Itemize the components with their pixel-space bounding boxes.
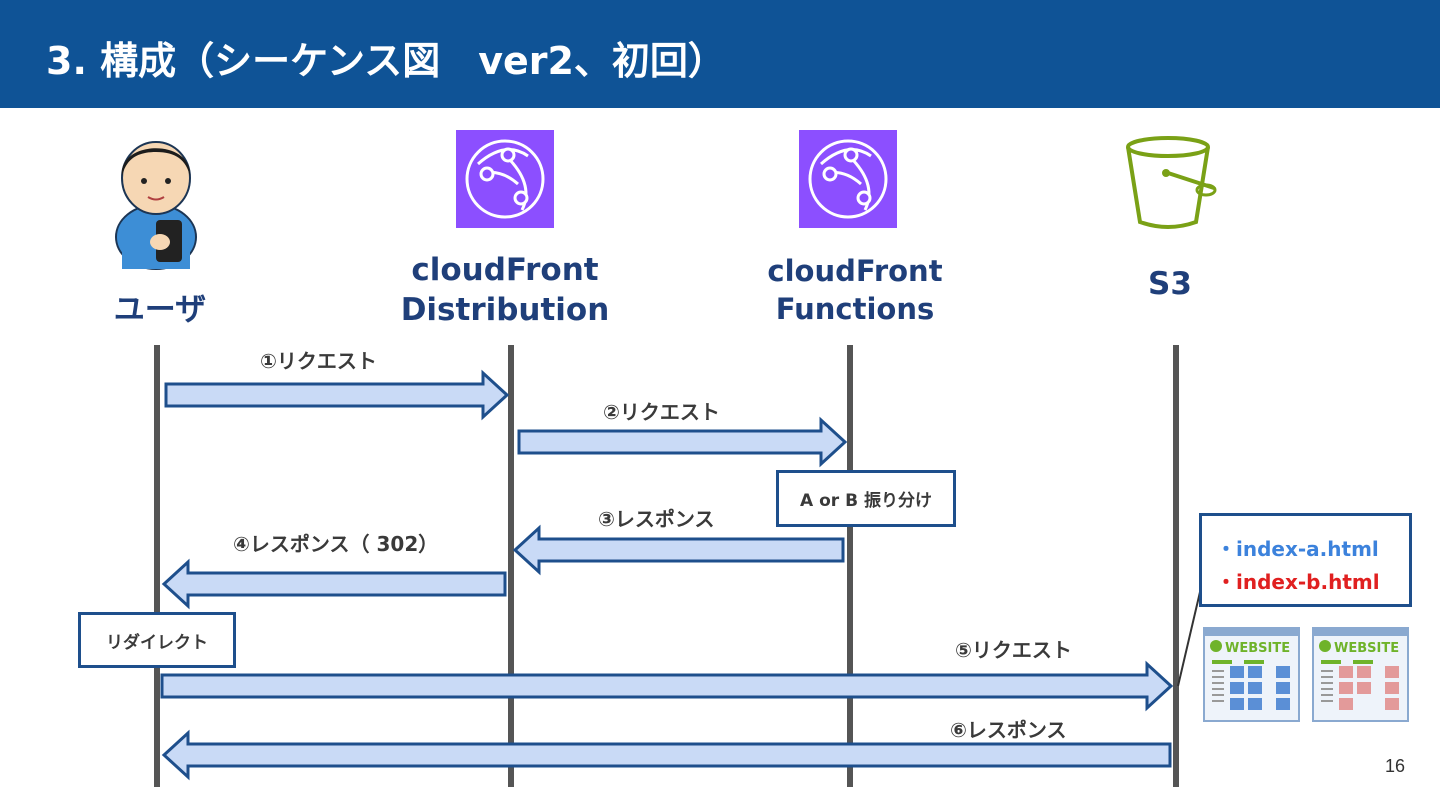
file-index-a: ・index-a.html bbox=[1216, 537, 1379, 561]
message-label-6: ⑥レスポンス bbox=[950, 718, 1067, 742]
message-label-3: ③レスポンス bbox=[598, 507, 715, 531]
arrow-request-2 bbox=[517, 416, 848, 468]
message-label-1: ①リクエスト bbox=[260, 349, 377, 373]
page-title: 3. 構成（シーケンス図 ver2、初回） bbox=[46, 39, 726, 83]
actor-label-functions: cloudFront Functions bbox=[767, 254, 943, 326]
message-label-2: ②リクエスト bbox=[603, 400, 720, 424]
actor-label-user: ユーザ bbox=[113, 292, 207, 328]
page-number: 16 bbox=[1385, 756, 1406, 776]
website-thumbnail-b: WEBSITE bbox=[1312, 627, 1409, 722]
arrow-response-4 bbox=[161, 558, 507, 610]
message-label-5: ⑤リクエスト bbox=[955, 638, 1072, 662]
cloudfront-functions-icon bbox=[799, 130, 897, 228]
arrow-response-6 bbox=[161, 729, 1172, 781]
files-callout-line bbox=[1177, 591, 1201, 687]
svg-text:WEBSITE: WEBSITE bbox=[1225, 641, 1290, 656]
actor-label-distribution: cloudFront Distribution bbox=[400, 252, 610, 328]
arrow-request-5 bbox=[160, 660, 1174, 712]
arrow-request-1 bbox=[164, 369, 510, 421]
message-label-4: ④レスポンス（ 302） bbox=[233, 532, 439, 556]
arrow-response-3 bbox=[512, 524, 845, 576]
note-ab-split: A or B 振り分け bbox=[776, 470, 956, 527]
svg-text:WEBSITE: WEBSITE bbox=[1334, 641, 1399, 656]
note-redirect: リダイレクト bbox=[78, 612, 236, 668]
website-thumbnail-a: WEBSITE bbox=[1203, 627, 1300, 722]
actor-label-s3: S3 bbox=[1148, 266, 1192, 302]
files-callout: ・index-a.html ・index-b.html bbox=[1199, 513, 1412, 607]
user-avatar-icon bbox=[115, 141, 197, 270]
file-index-b: ・index-b.html bbox=[1216, 570, 1380, 594]
title-bar: 3. 構成（シーケンス図 ver2、初回） bbox=[0, 0, 1440, 108]
s3-bucket-icon bbox=[1126, 136, 1217, 229]
cloudfront-distribution-icon bbox=[456, 130, 554, 228]
